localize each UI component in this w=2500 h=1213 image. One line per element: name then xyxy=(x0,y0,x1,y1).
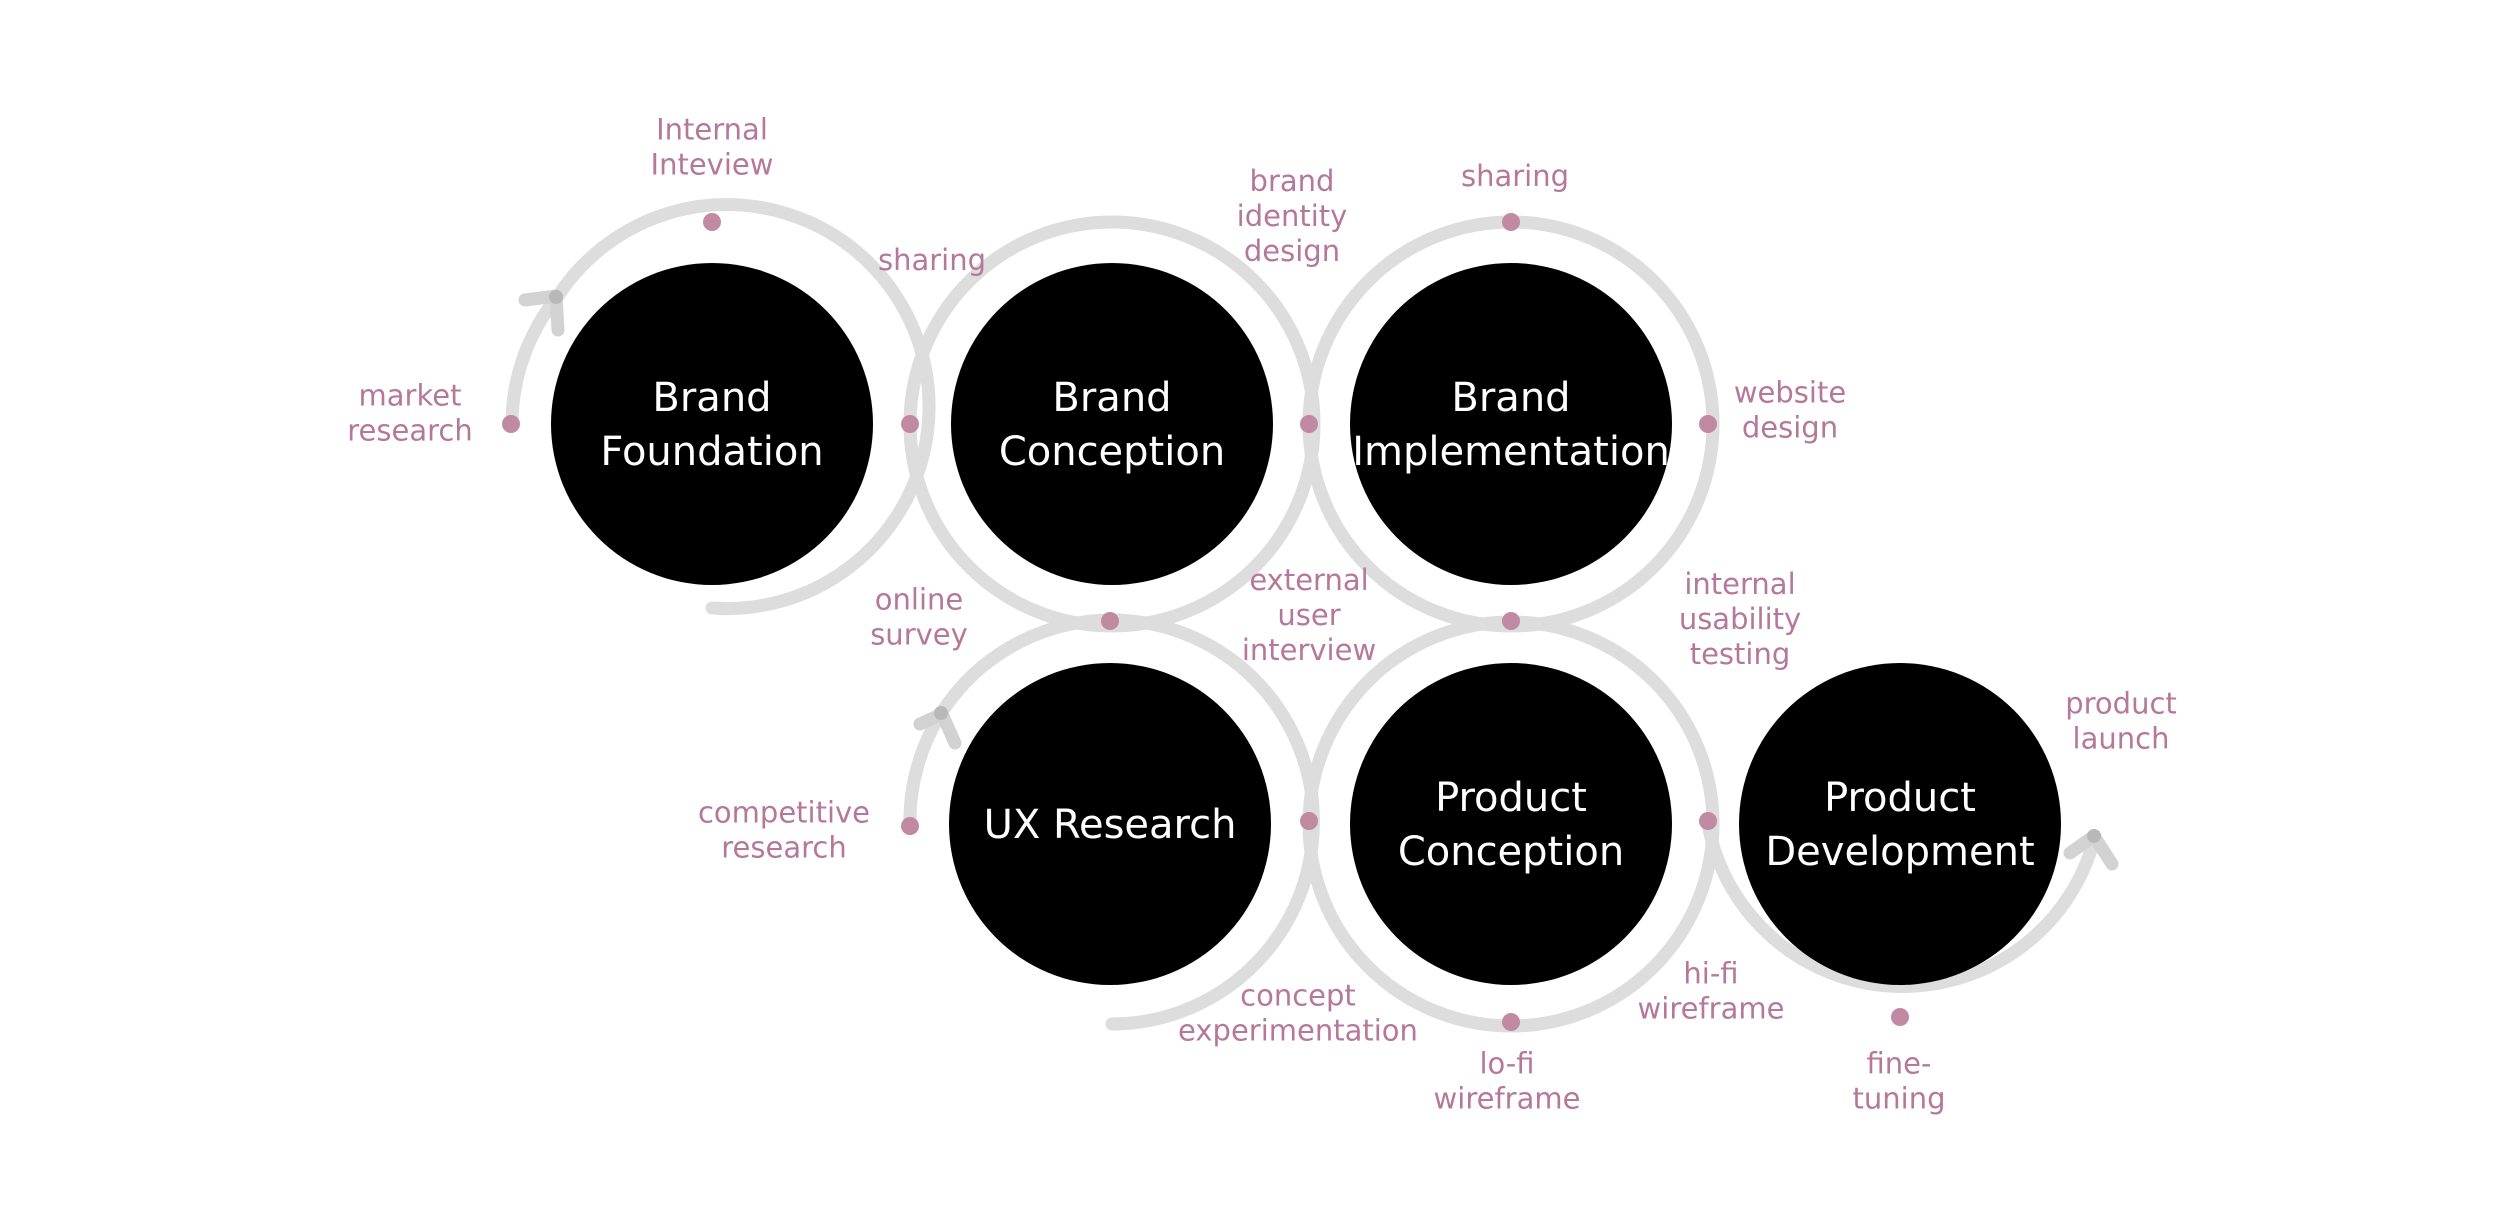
ux-start-arrow-tip xyxy=(934,706,948,720)
start-arrow-tip xyxy=(549,290,563,304)
stage-hub-brand-conception[interactable] xyxy=(951,263,1273,585)
stage-hubs xyxy=(551,263,2061,985)
step-label-hi-fi-wireframe-line: wireframe xyxy=(1638,992,1785,1026)
step-label-lo-fi-wireframe-line: wireframe xyxy=(1434,1082,1581,1116)
stage-title-product-conception-line: Product xyxy=(1435,775,1587,821)
step-label-external-user-interview-line: external xyxy=(1249,563,1368,597)
node-fine-tuning xyxy=(1891,1008,1909,1026)
stage-title-product-conception-line: Conception xyxy=(1398,829,1624,875)
node-sharing-2 xyxy=(1502,213,1520,231)
step-label-competitive-research-line: research xyxy=(721,831,846,865)
stage-title-ux-research: UX Research xyxy=(984,802,1237,848)
node-internal-inteview xyxy=(703,213,721,231)
step-label-concept-experimentation-line: concept xyxy=(1240,979,1356,1013)
step-label-product-launch-line: product xyxy=(2065,687,2177,721)
step-label-fine-tuning: fine-tuning xyxy=(1853,1047,1946,1116)
step-label-brand-identity-design-line: brand xyxy=(1250,164,1335,198)
step-label-internal-usability-testing-line: internal xyxy=(1684,567,1795,601)
node-competitive-research xyxy=(901,817,919,835)
step-label-fine-tuning-line: tuning xyxy=(1853,1082,1946,1116)
stage-title-brand-conception-line: Conception xyxy=(999,429,1225,475)
stage-hub-brand-implementation[interactable] xyxy=(1350,263,1672,585)
ring-product-development xyxy=(1701,817,2102,993)
step-label-product-launch-line: launch xyxy=(2073,722,2170,756)
step-label-online-survey-line: online xyxy=(875,583,963,617)
stage-title-brand-foundation-line: Foundation xyxy=(600,429,823,475)
stage-title-product-development-line: Product xyxy=(1824,775,1976,821)
step-label-concept-experimentation-line: experimentation xyxy=(1178,1014,1418,1048)
step-label-sharing-2-line: sharing xyxy=(1461,159,1569,193)
stage-title-ux-research-line: UX Research xyxy=(984,802,1237,848)
step-nodes xyxy=(502,213,1909,1031)
step-label-external-user-interview-line: user xyxy=(1277,598,1340,632)
step-label-hi-fi-wireframe-line: hi-fi xyxy=(1683,957,1738,991)
stage-title-brand-implementation-line: Brand xyxy=(1451,375,1570,421)
step-label-brand-identity-design-line: design xyxy=(1244,234,1340,268)
step-label-market-research-line: research xyxy=(347,414,472,448)
ring-brand-foundation xyxy=(505,198,936,616)
step-label-market-research-line: market xyxy=(359,379,462,413)
node-website-design xyxy=(1699,415,1717,433)
step-label-internal-inteview-line: Internal xyxy=(656,113,768,147)
node-ux-to-product-conception xyxy=(1300,812,1318,830)
stage-hub-product-development[interactable] xyxy=(1739,663,2061,985)
node-product-conception-to-development xyxy=(1699,812,1717,830)
step-label-brand-identity-design-line: identity xyxy=(1237,199,1348,233)
step-label-website-design-line: design xyxy=(1742,411,1838,445)
node-market-research xyxy=(502,415,520,433)
node-brand-conception-bottom xyxy=(1101,612,1119,630)
arrows xyxy=(518,289,2119,871)
stage-title-brand-conception-line: Brand xyxy=(1052,375,1171,421)
step-label-sharing-1-line: sharing xyxy=(878,243,986,277)
stage-title-brand-foundation-line: Brand xyxy=(652,375,771,421)
end-arrow-tip xyxy=(2087,829,2101,843)
step-label-lo-fi-wireframe-line: lo-fi xyxy=(1479,1047,1534,1081)
step-label-internal-usability-testing-line: testing xyxy=(1690,637,1791,671)
step-label-online-survey-line: survey xyxy=(870,618,968,652)
stage-title-brand-implementation-line: Implementation xyxy=(1352,429,1670,475)
step-label-website-design-line: website xyxy=(1734,376,1846,410)
stage-title-product-development-line: Development xyxy=(1765,829,2034,875)
stage-hub-ux-research[interactable] xyxy=(949,663,1271,985)
step-label-sharing-1: sharing xyxy=(878,243,986,277)
step-label-sharing-2: sharing xyxy=(1461,159,1569,193)
step-label-internal-inteview-line: Inteview xyxy=(651,148,774,182)
stage-hub-product-conception[interactable] xyxy=(1350,663,1672,985)
stage-hub-brand-foundation[interactable] xyxy=(551,263,873,585)
step-label-fine-tuning-line: fine- xyxy=(1867,1047,1932,1081)
node-brand-foundation-to-conception xyxy=(901,415,919,433)
step-label-internal-usability-testing-line: usability xyxy=(1679,602,1801,636)
node-brand-conception-to-implementation xyxy=(1300,415,1318,433)
node-lo-fi-wireframe xyxy=(1502,1013,1520,1031)
step-label-external-user-interview-line: interview xyxy=(1242,633,1376,667)
node-brand-implementation-bottom xyxy=(1502,612,1520,630)
step-label-competitive-research-line: competitive xyxy=(698,796,870,830)
